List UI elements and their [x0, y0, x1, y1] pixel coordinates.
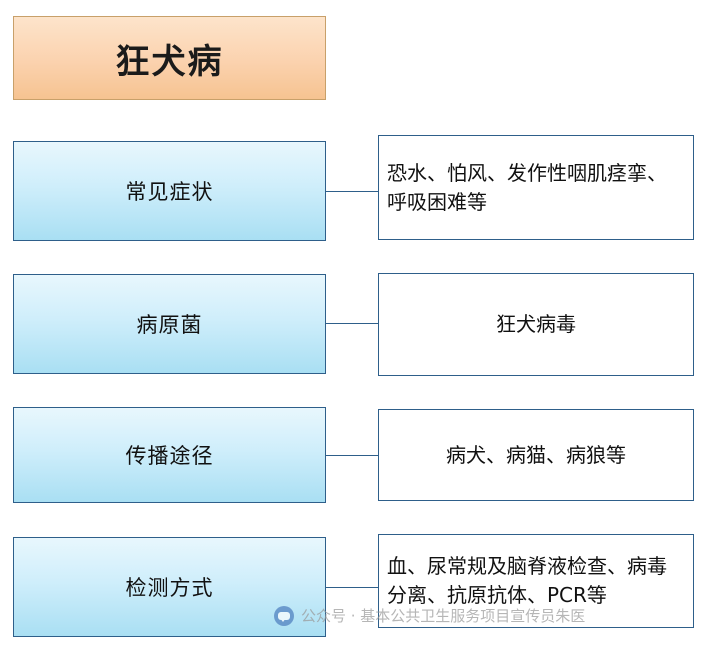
detail-box-2[interactable]: 狂犬病毒 [378, 273, 694, 376]
category-box-3[interactable]: 传播途径 [13, 407, 326, 503]
detail-text-4: 血、尿常规及脑脊液检查、病毒分离、抗原抗体、PCR等 [387, 554, 667, 607]
category-label-2: 病原菌 [136, 313, 203, 337]
category-label-4: 检测方式 [125, 576, 214, 600]
diagram-title-text: 狂犬病 [115, 41, 224, 82]
detail-box-4[interactable]: 血、尿常规及脑脊液检查、病毒分离、抗原抗体、PCR等 [378, 534, 694, 628]
category-label-3: 传播途径 [125, 444, 214, 468]
watermark: 公众号 · 基本公共卫生服务项目宣传员朱医 [274, 605, 585, 626]
category-box-2[interactable]: 病原菌 [13, 274, 326, 374]
connector-line-1 [326, 191, 378, 192]
detail-text-3: 病犬、病猫、病狼等 [446, 442, 626, 467]
watermark-text: 公众号 · 基本公共卫生服务项目宣传员朱医 [301, 607, 586, 625]
category-box-4[interactable]: 检测方式 [13, 537, 326, 637]
detail-box-1[interactable]: 恐水、怕风、发作性咽肌痉挛、呼吸困难等 [378, 135, 694, 240]
connector-line-2 [326, 323, 378, 324]
category-box-1[interactable]: 常见症状 [13, 141, 326, 241]
diagram-title-box: 狂犬病 [13, 16, 326, 100]
detail-text-1: 恐水、怕风、发作性咽肌痉挛、呼吸困难等 [387, 160, 667, 214]
connector-line-4 [326, 587, 378, 588]
connector-line-3 [326, 455, 378, 456]
detail-text-2: 狂犬病毒 [496, 312, 576, 336]
category-label-1: 常见症状 [125, 180, 214, 204]
detail-box-3[interactable]: 病犬、病猫、病狼等 [378, 409, 694, 501]
wechat-logo-icon [274, 605, 294, 626]
